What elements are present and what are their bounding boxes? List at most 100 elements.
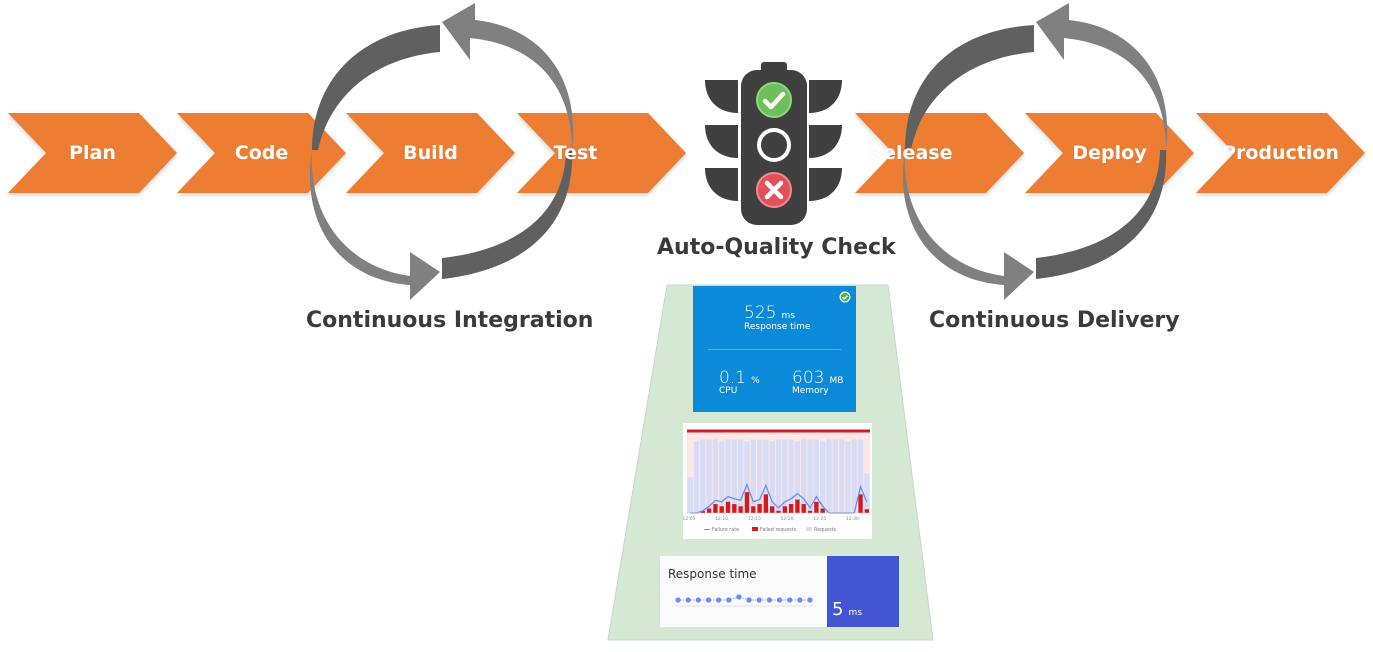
traffic-light-wing [705,168,738,201]
x-tick-label: 12:15 [748,516,761,522]
requests-bar [775,439,782,513]
failed-requests-bar [757,504,762,513]
requests-bar [744,441,750,513]
traffic-light-wing [809,125,842,158]
memory-unit: MB [829,376,844,386]
sparkline-point [776,597,783,603]
response-time-label: Response time [744,322,811,332]
memory-value: 603 [792,368,825,388]
requests-bar [706,439,712,513]
requests-bar [693,441,700,513]
failed-requests-bar [713,504,718,513]
requests-bar [832,439,838,513]
requests-bar [769,441,775,513]
cpu-label: CPU [719,386,738,396]
cd-arc-bottom-left-arrow [902,150,1034,300]
x-tick-label: 12:30 [846,516,859,522]
requests-bar [725,439,731,513]
requests-bar [719,441,725,513]
traffic-light-wing [705,125,738,158]
sparkline-point [766,597,772,603]
response-time-sparkline [675,594,813,607]
failed-requests-bar [744,492,750,513]
memory-metric: 603 MB [792,368,844,388]
stage-chevron-build [346,113,515,193]
response-time-value-tile[interactable]: 5 ms [827,556,899,627]
cpu-metric: 0.1 % [719,368,760,388]
requests-bar [813,439,820,513]
requests-bar [794,441,801,513]
legend-label: Requests [814,527,836,533]
stage-chevron-release [855,113,1024,193]
check-light [756,82,792,118]
ci-cycle-arrows-icon [309,3,574,300]
requests-bar [864,473,870,513]
requests-bar [788,439,794,513]
pipeline-chevrons [8,113,1365,193]
failed-requests-bar [782,506,787,513]
traffic-light-icon [705,62,842,225]
response-time-tile-unit: ms [848,608,863,618]
sparkline-point [736,594,742,600]
x-tick-label: 12:10 [715,516,728,522]
requests-bar [700,439,706,513]
stage-label-build: Build [403,142,458,164]
failed-requests-bar [820,508,825,513]
ci-arc-top-left [312,25,440,150]
response-time-tile[interactable]: Response time [660,556,827,627]
failed-requests-bar [763,494,769,513]
failed-requests-bar [776,510,781,513]
requests-bar [731,439,737,513]
stage-chevron-test [517,113,686,193]
legend-label: Failed requests [760,527,797,533]
x-tick-label: 12:20 [781,516,794,522]
requests-bar [687,477,693,513]
failed-requests-bar [807,510,813,513]
ci-arc-bottom-right [442,150,573,279]
failed-requests-bar [770,506,775,513]
failed-requests-bar [864,509,869,513]
requests-bar [712,439,719,513]
check-icon [762,91,786,110]
cd-cycle-arrows-icon [902,3,1168,300]
sparkline-point [807,597,813,603]
requests-bar [750,439,756,513]
cd-arc-top-left [905,25,1034,150]
cpu-unit: % [751,376,760,386]
empty-circle-icon [757,128,791,162]
legend-swatch [806,527,812,531]
requests-bar [807,439,813,513]
cpu-value: 0.1 [719,368,747,388]
stage-label-test: Test [553,142,598,164]
requests-bar [782,439,788,513]
metrics-tile[interactable]: 525 ms Response time 0.1 % CPU 603 MB Me… [693,286,856,412]
stage-label-plan: Plan [69,142,116,164]
cd-arc-top-right-arrow [1036,3,1168,150]
failed-requests-bar [788,504,794,513]
failed-requests-bar [732,504,737,513]
continuous-integration-label: Continuous Integration [306,308,594,333]
response-time-tile-number: 5 [832,599,844,620]
failed-requests-bar [751,506,756,513]
traffic-light-wing [809,168,842,201]
requests-bar [826,439,832,513]
sparkline-point [695,597,701,603]
sparkline-point [685,597,691,603]
requests-bar [857,439,864,513]
cd-arc-bottom-right [1036,150,1167,279]
x-tick-label: 12:05 [683,516,696,522]
sparkline-point [787,597,793,603]
legend-swatch [752,527,758,531]
sparkline-point [675,597,681,603]
requests-bar [763,439,769,513]
response-time-value: 525 [744,303,777,323]
traffic-light-wing [705,80,738,113]
failed-requests-bar [795,499,800,513]
requests-bar [845,441,851,513]
legend-label: Failure rate [712,527,739,533]
requests-bar [851,439,857,513]
cross-icon [764,180,784,200]
